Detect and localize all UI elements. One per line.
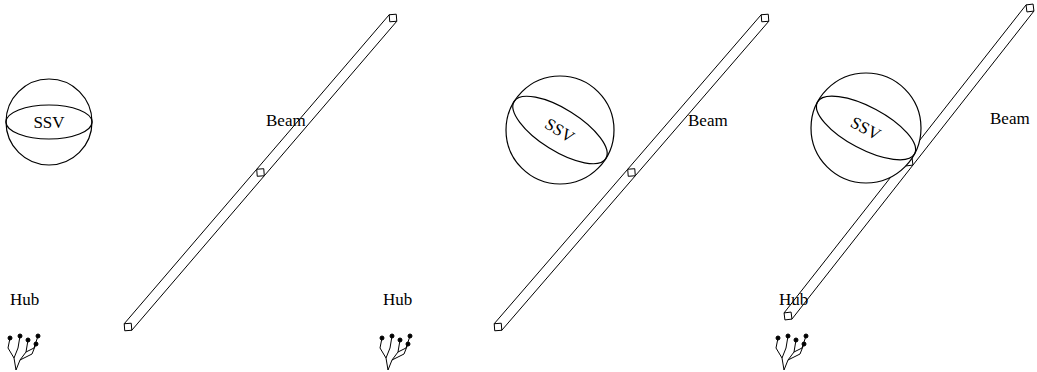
hub-label: Hub (10, 291, 39, 308)
beam-label: Beam (688, 112, 728, 129)
beam-label: Beam (990, 110, 1030, 127)
hub-icon (380, 334, 412, 370)
beam (784, 4, 1034, 320)
beam (124, 14, 397, 331)
hub-label: Hub (383, 291, 412, 308)
beam (494, 14, 769, 331)
ssv-sphere: SSV (810, 72, 922, 184)
hub-icon (776, 334, 808, 370)
beam-label: Beam (266, 112, 306, 129)
sphere-label: SSV (33, 114, 64, 131)
ssv-sphere: SSV (5, 78, 93, 166)
hub-label: Hub (779, 291, 808, 308)
ssv-sphere: SSV (505, 75, 615, 185)
hub-icon (8, 334, 40, 370)
